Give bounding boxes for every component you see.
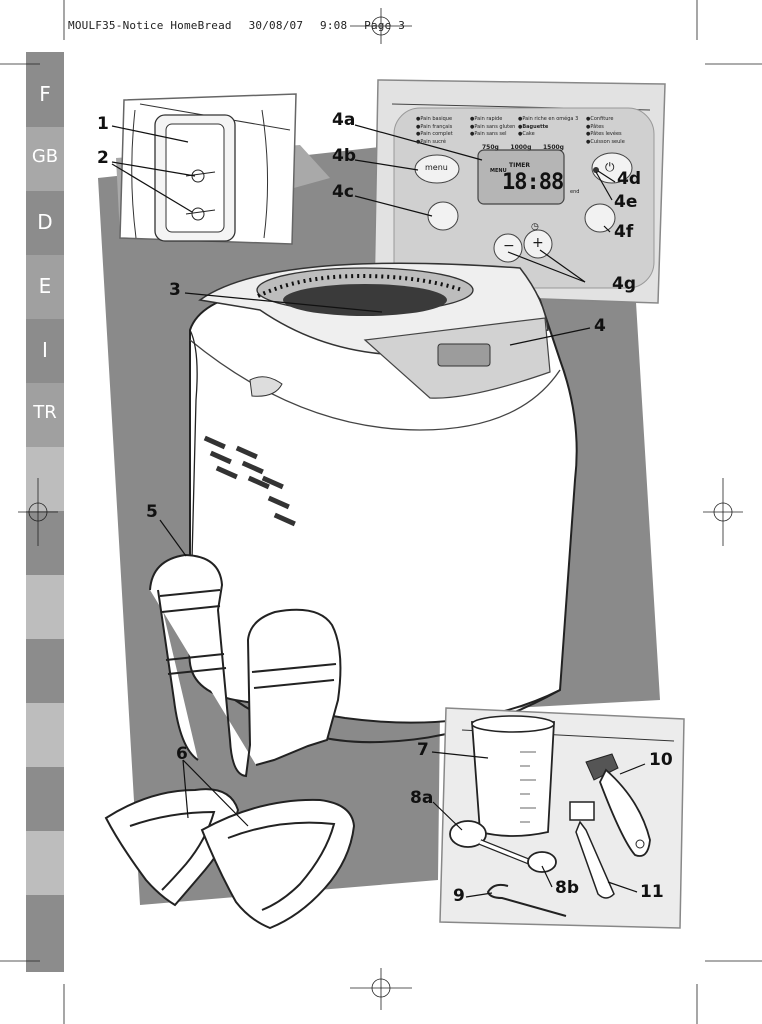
- callout-9: 9: [453, 886, 465, 906]
- header-page: Page 3: [364, 19, 406, 32]
- callout-4: 4: [594, 316, 606, 336]
- plus-button[interactable]: +: [532, 235, 544, 251]
- bread-maker-body: [188, 262, 578, 744]
- lang-seg: [26, 511, 64, 575]
- program-item: ●Pain basique: [416, 116, 453, 122]
- lang-seg: [26, 639, 64, 703]
- lcd-digits: 18:88: [502, 170, 564, 195]
- callout-4e: 4e: [614, 192, 638, 212]
- callout-6: 6: [176, 744, 188, 764]
- registration-mark-left: [18, 478, 58, 546]
- weight-750: 750g: [482, 144, 499, 151]
- minus-button[interactable]: −: [503, 238, 515, 254]
- lcd-menu-label: MENU: [490, 168, 507, 174]
- leader-lines: [111, 124, 646, 898]
- lang-label-e: E: [38, 274, 52, 298]
- pan-inset: [119, 93, 297, 245]
- callout-2: 2: [97, 148, 109, 168]
- item-5-rack: [149, 553, 342, 778]
- program-item: ●Pain sucré: [416, 138, 446, 145]
- weight-1000: 1000g: [510, 144, 532, 151]
- start-stop-icon[interactable]: ⏻: [605, 160, 615, 174]
- program-item: ●Pain sans gluten: [470, 123, 516, 130]
- callout-5: 5: [146, 502, 158, 522]
- lang-seg: [26, 383, 64, 447]
- lang-label-i: I: [42, 338, 48, 362]
- callout-10: 10: [649, 750, 673, 770]
- program-item: ●Baguette: [518, 123, 549, 130]
- lcd-timer-label: TIMER: [509, 162, 531, 169]
- lang-label-tr: TR: [33, 402, 57, 423]
- program-item: ●Pain français: [416, 123, 453, 130]
- menu-button[interactable]: menu: [425, 163, 448, 172]
- program-item: ●Pain rapide: [470, 116, 503, 122]
- callout-4g: 4g: [612, 274, 636, 294]
- lang-seg: [26, 319, 64, 383]
- lang-seg: [26, 255, 64, 319]
- lang-seg: [26, 895, 64, 972]
- weight-1500: 1500g: [542, 144, 564, 151]
- program-item: ●Cuisson seule: [586, 138, 625, 145]
- callout-1: 1: [97, 114, 109, 134]
- header-file: MOULF35-Notice HomeBread: [68, 19, 232, 32]
- callout-4a: 4a: [332, 110, 356, 130]
- lang-label-gb: GB: [31, 146, 59, 167]
- lang-seg: [26, 52, 64, 127]
- registration-mark-top: [350, 8, 412, 44]
- accessories-inset: [439, 707, 685, 929]
- lang-seg: [26, 703, 64, 767]
- weight-row: 750g 1000g 1500g: [482, 144, 564, 151]
- language-sidebar: F GB D E I TR: [26, 0, 64, 1024]
- callout-11: 11: [640, 882, 664, 902]
- end-label: end: [570, 189, 580, 195]
- callout-4c: 4c: [332, 182, 354, 202]
- program-item: ●Pâtes: [586, 123, 604, 130]
- program-item: ●Pain sans sel: [470, 131, 507, 137]
- item-6-baguette-trays: [104, 788, 356, 930]
- program-item: ●Pain riche en oméga 3: [518, 116, 579, 122]
- program-item: ●Pâtes levées: [586, 131, 622, 137]
- lang-seg: [26, 447, 64, 511]
- program-item: ●Pain complet: [416, 131, 453, 137]
- callout-4b: 4b: [332, 146, 356, 166]
- header-time: 9:08: [320, 19, 348, 32]
- header-date: 30/08/07: [248, 19, 304, 32]
- registration-mark-right: [703, 478, 743, 546]
- callout-7: 7: [417, 740, 429, 760]
- registration-mark-bottom: [350, 968, 412, 1010]
- timer-icon: ◷: [531, 222, 539, 232]
- lang-seg: [26, 831, 64, 895]
- lang-seg: [26, 767, 64, 831]
- lang-label-f: F: [39, 82, 51, 106]
- lang-label-d: D: [37, 210, 53, 234]
- callout-4d: 4d: [617, 169, 641, 189]
- program-list: ●Pain basique ●Pain français ●Pain compl…: [416, 116, 656, 156]
- callout-4f: 4f: [614, 222, 634, 242]
- lang-seg: [26, 575, 64, 639]
- lang-seg: [26, 127, 64, 191]
- callout-8b: 8b: [555, 878, 579, 898]
- print-header: MOULF35-Notice HomeBread 30/08/07 9:08 P…: [68, 19, 415, 32]
- program-item: ●Confiture: [586, 116, 614, 122]
- control-panel-inset: [373, 79, 666, 304]
- callout-3: 3: [169, 280, 181, 300]
- lang-seg: [26, 191, 64, 255]
- callout-8a: 8a: [410, 788, 434, 808]
- program-item: ●Cake: [518, 131, 535, 137]
